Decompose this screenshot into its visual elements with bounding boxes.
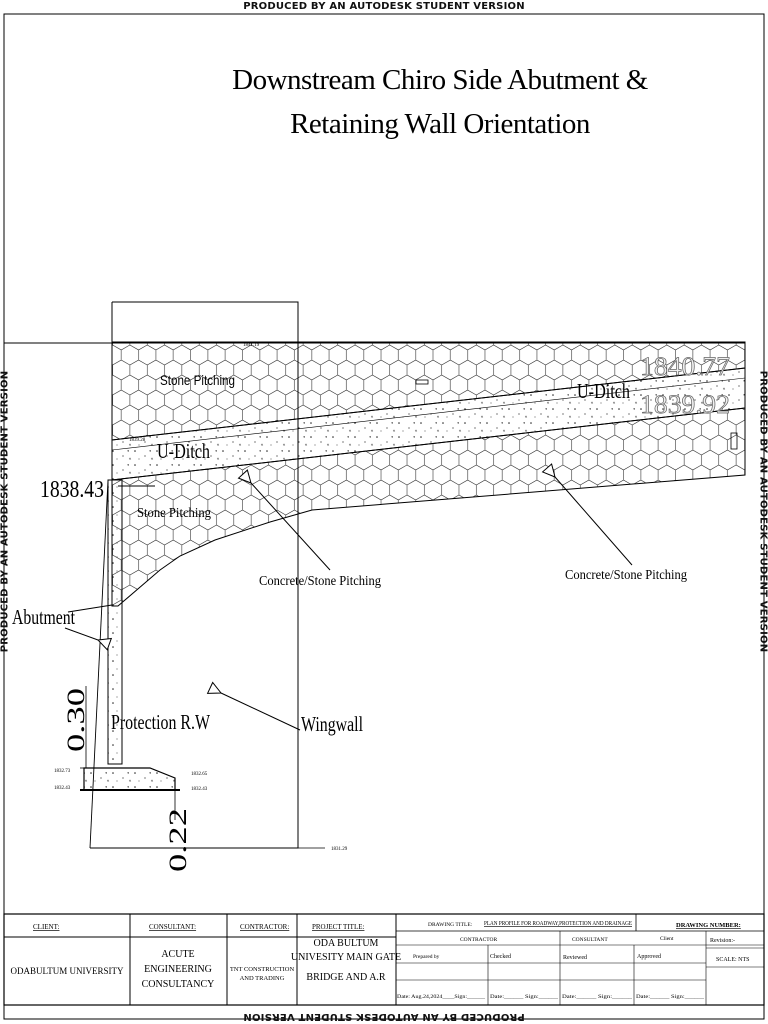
- elevation-ditch-small: 1839.28: [129, 438, 146, 443]
- elevation-footing-tr: 1832.65: [191, 772, 208, 777]
- dimension-upper: 0.30: [63, 688, 90, 752]
- drawing-number-label: DRAWING NUMBER:: [676, 922, 741, 929]
- protection-label: Protection R.W: [111, 710, 210, 734]
- prepared-by: Prepared by: [413, 954, 440, 960]
- watermark-top: PRODUCED BY AN AUTODESK STUDENT VERSION: [243, 1, 525, 12]
- outline-box: [90, 301, 299, 849]
- project-label: PROJECT TITLE:: [312, 923, 364, 931]
- dimension-lower: 0.22: [165, 808, 192, 872]
- ditch-symbol-mid: [415, 379, 429, 385]
- consultant-name-l2: ENGINEERING: [144, 964, 212, 975]
- date-sign-1: Date: Aug.24,2024____Sign:______: [397, 995, 486, 1000]
- concrete-left-leader: [251, 483, 331, 571]
- consultant-name-l3: CONSULTANCY: [142, 979, 215, 990]
- col-contractor: CONTRACTOR: [460, 937, 498, 943]
- abutment-label: Abutment: [12, 605, 75, 629]
- elevation-main-left: 1838.43: [40, 477, 104, 503]
- col-client: Client: [660, 936, 674, 942]
- watermark-left: PRODUCED BY AN AUTODESK STUDENT VERSION: [0, 370, 11, 653]
- date-sign-2: Date:______ Sign:______: [490, 995, 559, 1000]
- u-ditch-band-inner: [111, 377, 746, 451]
- ditch-symbol-right: [730, 432, 738, 450]
- reviewed-label: Reviewed: [563, 955, 587, 961]
- elevation-right-lower: 1839.92: [640, 390, 730, 419]
- consultant-name-l1: ACUTE: [161, 949, 194, 960]
- abutment-arrow: [64, 627, 98, 640]
- elevation-right-upper: 1840.77: [640, 352, 730, 381]
- consultant-name-block: ACUTE ENGINEERING CONSULTANCY: [142, 949, 215, 990]
- wingwall-leader: [221, 693, 301, 731]
- date-sign-4: Date:______ Sign:______: [636, 995, 705, 1000]
- footing: [83, 767, 176, 791]
- concrete-right-label: Concrete/Stone Pitching: [565, 568, 687, 583]
- client-label: CLIENT:: [33, 923, 60, 931]
- elevation-footing-br: 1832.43: [191, 787, 208, 792]
- elevation-footing-bl: 1832.43: [54, 786, 71, 791]
- wall-stem: [107, 479, 123, 765]
- u-ditch-right-label: U-Ditch: [577, 379, 630, 403]
- client-name: ODABULTUM UNIVERSITY: [11, 966, 124, 976]
- contractor-label: CONTRACTOR:: [240, 923, 289, 931]
- title-line-1: Downstream Chiro Side Abutment &: [232, 64, 648, 96]
- wingwall-label: Wingwall: [301, 712, 363, 736]
- drawing-title-label: DRAWING TITLE:: [428, 922, 473, 928]
- revision-label: Revision:-: [710, 938, 735, 944]
- elevation-footing-tl: 1832.73: [54, 769, 71, 774]
- drawing-title: PLAN PROFILE FOR ROADWAY,PROTECTION AND …: [484, 920, 632, 927]
- title-block: [3, 913, 765, 1006]
- col-consultant: CONSULTANT: [572, 937, 608, 943]
- title-line-2: Retaining Wall Orientation: [290, 108, 590, 140]
- concrete-left-label: Concrete/Stone Pitching: [259, 574, 381, 589]
- wall-back-line: [89, 479, 109, 849]
- drawing-title-heading: Downstream Chiro Side Abutment & Retaini…: [180, 58, 700, 146]
- concrete-right-leader: [555, 477, 633, 566]
- approved-label: Approved: [637, 954, 661, 960]
- stone-pitching-top-label: Stone Pitching: [160, 372, 235, 388]
- checked-label: Checked: [490, 954, 511, 960]
- u-ditch-left-label: U-Ditch: [157, 439, 210, 463]
- consultant-label: CONSULTANT:: [149, 923, 196, 931]
- project-name-l2: UNIVESITY MAIN GATE: [291, 952, 401, 963]
- sheet-border: [3, 13, 765, 1020]
- abutment-leader: [67, 604, 113, 613]
- watermark-right: PRODUCED BY AN AUTODESK STUDENT VERSION: [757, 370, 768, 653]
- watermark-bottom: PRODUCED BY AN AUTODESK STUDENT VERSION: [243, 1011, 525, 1022]
- project-name-block: ODA BULTUM UNIVESITY MAIN GATE BRIDGE AN…: [291, 938, 401, 983]
- contractor-name-block: TNT CONSTRUCTION AND TRADING: [230, 966, 295, 982]
- project-name-l3: BRIDGE AND A.R: [306, 972, 386, 983]
- contractor-name-l1: TNT CONSTRUCTION: [230, 966, 295, 973]
- contractor-name-l2: AND TRADING: [240, 975, 285, 982]
- stone-pitching-lower-label: Stone Pitching: [137, 506, 211, 521]
- project-name-l1: ODA BULTUM: [314, 938, 379, 949]
- elevation-bottom-small: 1831.29: [331, 847, 348, 852]
- elevation-top-small: 1841.19: [243, 343, 260, 348]
- scale-label: SCALE: NTS: [716, 957, 750, 963]
- date-sign-3: Date:______ Sign:______: [562, 995, 633, 1000]
